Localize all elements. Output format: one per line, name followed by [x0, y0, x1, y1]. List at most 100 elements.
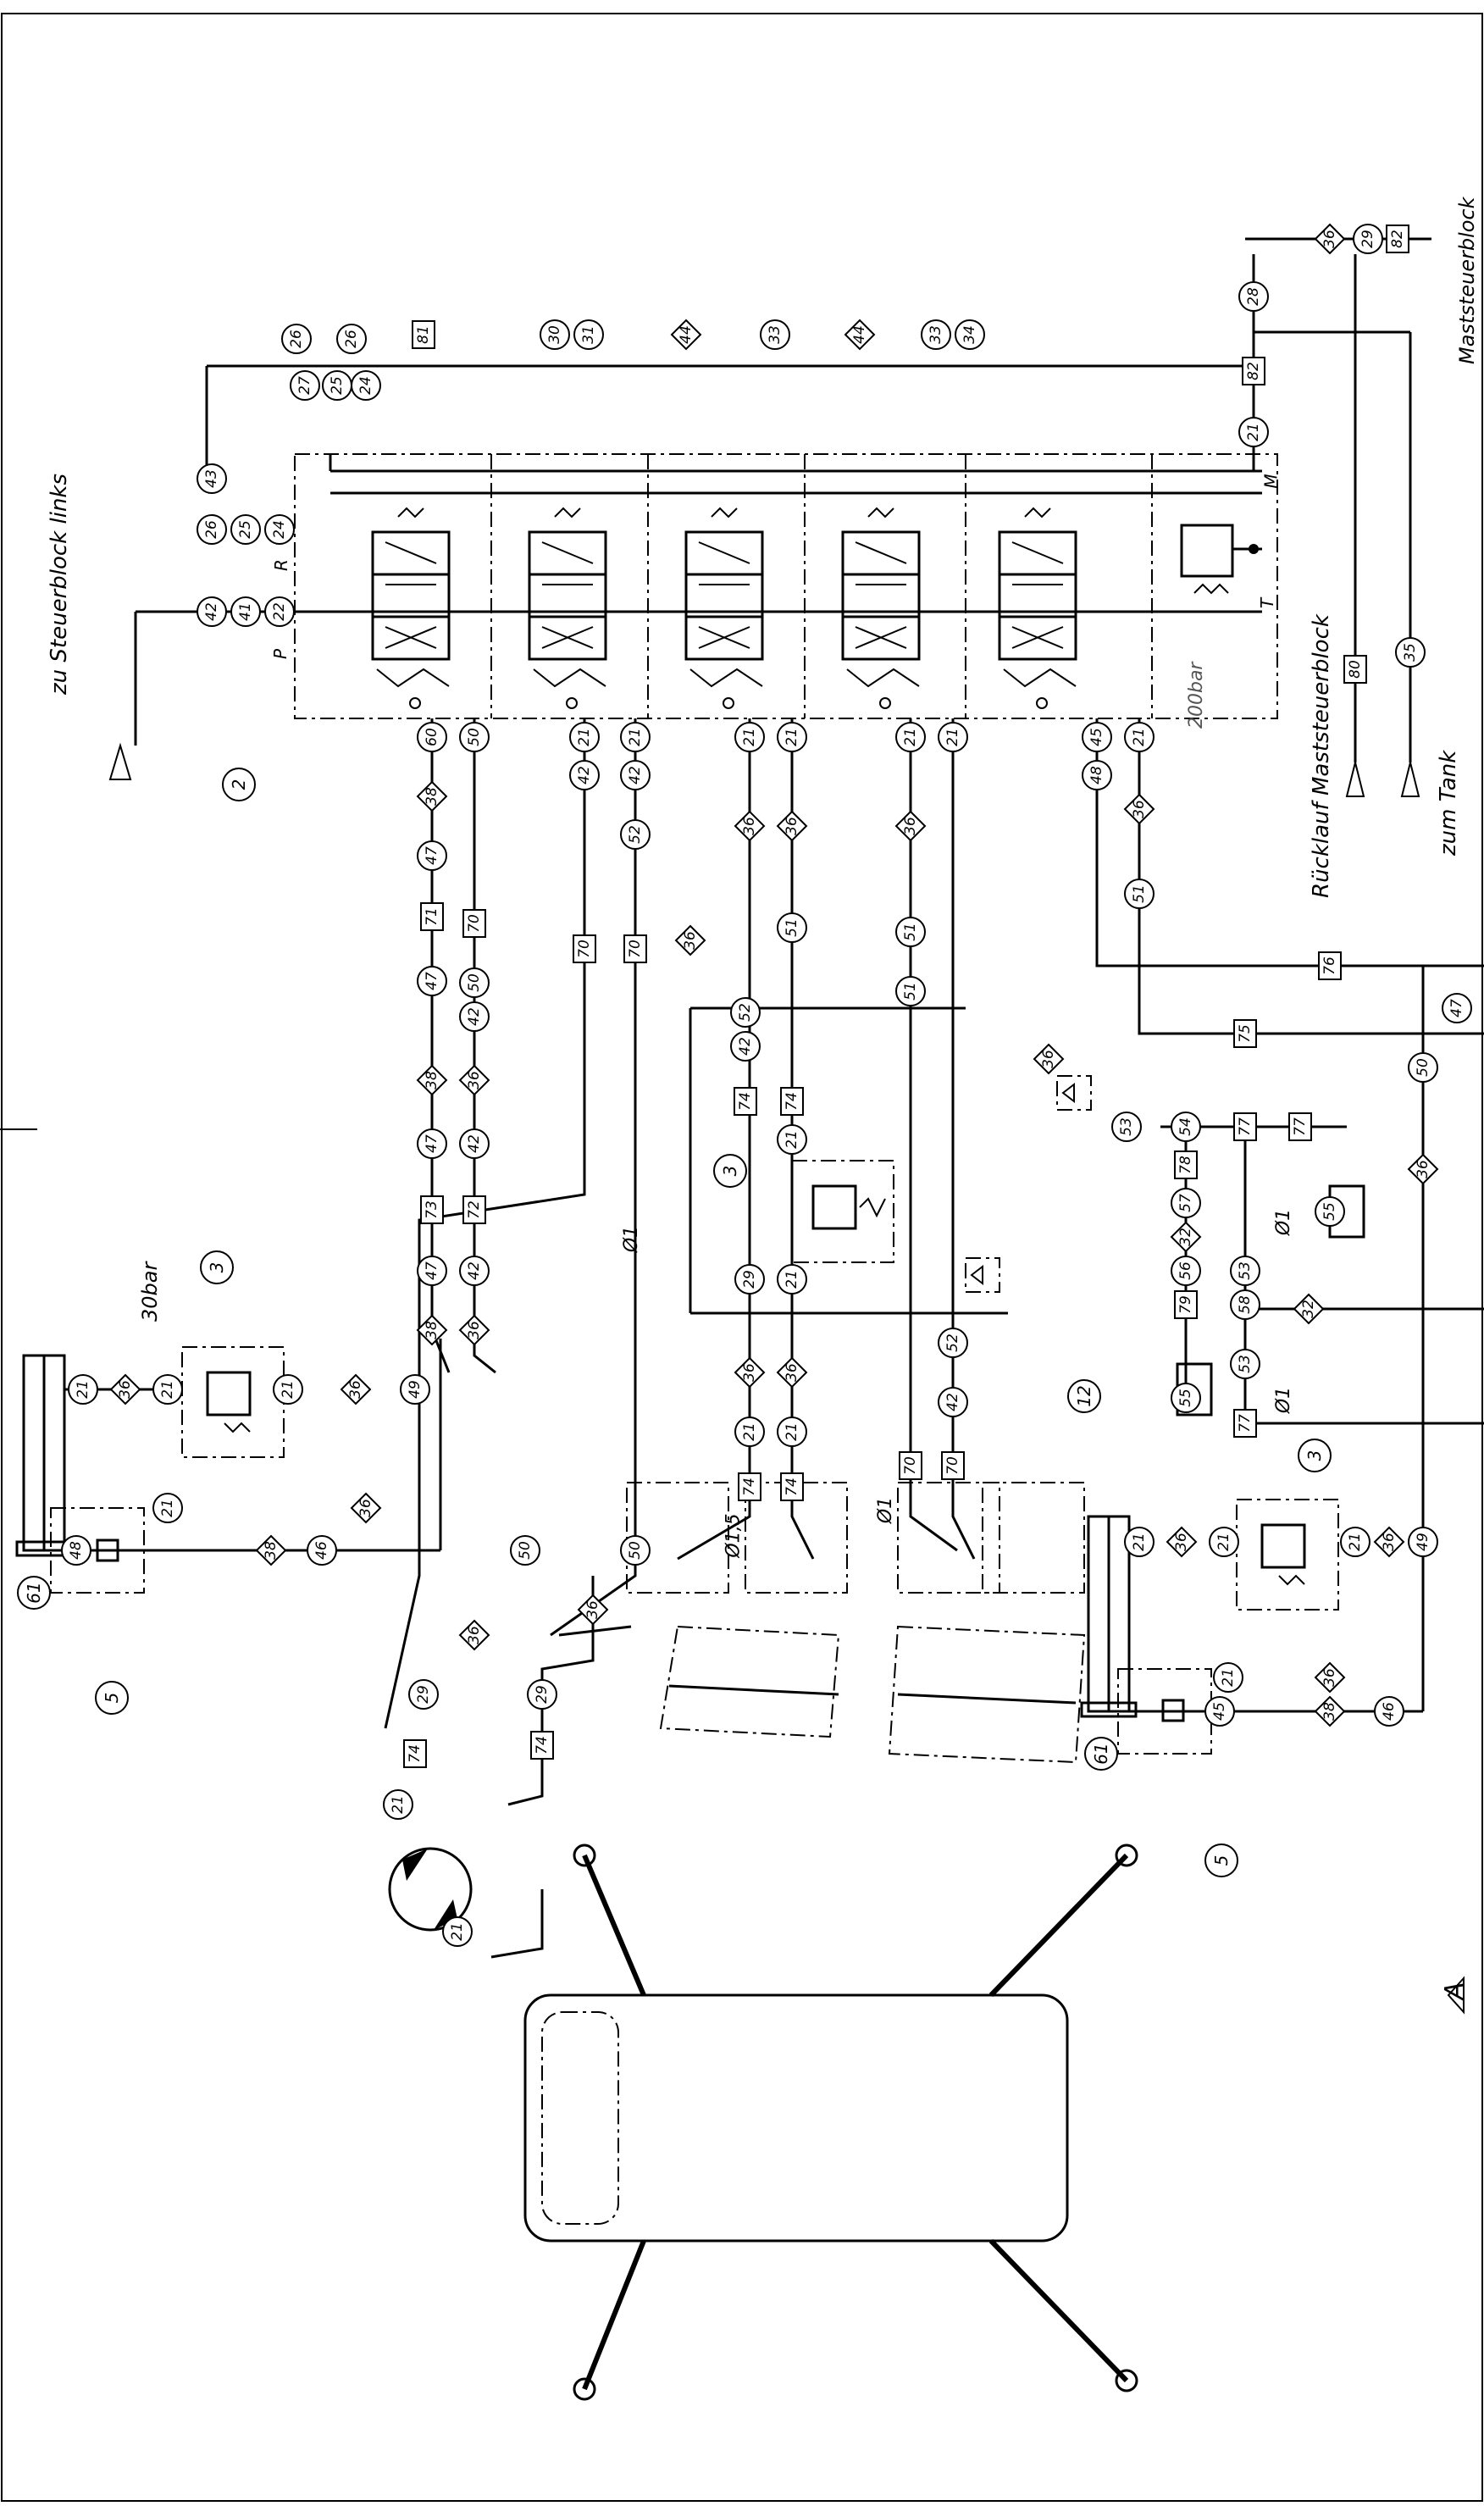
block-pressure-relief-valve	[1180, 524, 1262, 595]
item-number: 53	[1118, 1117, 1135, 1136]
item-bubble-bank_e-3: 36	[1123, 793, 1155, 825]
item-bubble-bank_d-5: 70	[899, 1451, 922, 1480]
item-number: 36	[741, 1363, 758, 1382]
item-number: 57	[1177, 1194, 1194, 1212]
item-bubble-top_row-5: 81	[412, 320, 435, 349]
callout-check-left: 5	[95, 1681, 129, 1715]
item-bubble-motor-9: 74	[530, 1731, 554, 1760]
item-number: 32	[1177, 1228, 1194, 1246]
item-number: 29	[1359, 230, 1376, 248]
item-number: 75	[1237, 1024, 1254, 1043]
item-number: 48	[1088, 766, 1105, 785]
item-bubble-pilot-14: 53	[1230, 1349, 1260, 1379]
item-bubble-left_cyl-2: 21	[152, 1374, 183, 1405]
shuttle-valve-lower	[965, 1257, 1000, 1293]
item-number: 50	[466, 973, 483, 992]
item-bubble-top_row-15: 29	[1353, 224, 1383, 254]
item-bubble-bank_a-11: 70	[462, 909, 486, 938]
item-bubble-bank_c-6: 74	[734, 1087, 757, 1116]
item-number: 81	[415, 325, 432, 344]
label-to-left-block: zu Steuerblock links	[47, 473, 72, 695]
item-number: 21	[280, 1380, 296, 1399]
item-number: 56	[1177, 1261, 1194, 1280]
item-number: 21	[1347, 1533, 1364, 1551]
item-bubble-motor-5: 21	[442, 1916, 473, 1947]
item-bubble-pilot-11: 55	[1315, 1196, 1345, 1227]
item-bubble-bank_d-0: 21	[895, 722, 926, 752]
item-number: 21	[627, 728, 644, 746]
item-bubble-bank_d-2: 36	[894, 810, 927, 842]
item-bubble-bank_c-15: 21	[777, 1417, 807, 1447]
callout-cyl-left: 61	[17, 1576, 51, 1610]
item-bubble-right_cyl-1: 36	[1166, 1526, 1198, 1558]
item-bubble-bank_d-7: 52	[938, 1328, 968, 1358]
item-bubble-pilot-9: 77	[1233, 1112, 1257, 1141]
item-number: 21	[1220, 1668, 1237, 1687]
port-label-p: P	[270, 648, 291, 660]
item-number: 21	[741, 1422, 758, 1441]
item-bubble-bank_e-0: 48	[1082, 760, 1112, 790]
item-number: 36	[902, 817, 919, 835]
orifice-label-5: Ø1	[1273, 1386, 1295, 1414]
item-bubble-left_cyl-4: 36	[350, 1492, 382, 1524]
item-bubble-top_row-16: 82	[1386, 225, 1409, 253]
item-bubble-bank_c-8: 74	[780, 1087, 804, 1116]
item-number: 34	[961, 325, 978, 344]
callout-relief-center: 3	[713, 1154, 747, 1188]
item-bubble-top_row-3: 25	[322, 370, 352, 401]
callout-check-right: 5	[1204, 1843, 1238, 1877]
item-number: 21	[159, 1499, 176, 1517]
item-number: 24	[357, 376, 374, 395]
item-bubble-right_cyl-3: 21	[1213, 1662, 1243, 1693]
port-label-t: T	[1257, 597, 1278, 609]
orifice-label-4: Ø1	[1273, 1208, 1295, 1236]
item-number: 46	[313, 1541, 330, 1560]
item-number: 45	[1088, 728, 1105, 746]
item-number: 21	[449, 1922, 466, 1941]
item-number: 42	[203, 602, 220, 621]
item-number: 74	[784, 1092, 800, 1111]
item-number: 80	[1347, 660, 1364, 679]
item-number: 70	[576, 940, 593, 958]
item-number: 38	[424, 787, 440, 806]
item-bubble-left_cyl-5: 49	[400, 1374, 430, 1405]
item-bubble-top_row-6: 30	[540, 319, 570, 350]
item-bubble-pilot-15: 32	[1293, 1293, 1325, 1325]
item-bubble-bank_b-4: 52	[620, 819, 651, 850]
item-bubble-right_cyl-8: 45	[1204, 1696, 1235, 1727]
item-bubble-left_cyl-9: 38	[255, 1534, 287, 1566]
item-bubble-bank_a-3: 47	[417, 840, 447, 871]
item-number: 41	[237, 602, 254, 621]
item-number: 21	[1245, 423, 1262, 441]
orifice-label-1: Ø1	[621, 1225, 643, 1253]
item-number: 50	[1415, 1058, 1431, 1077]
item-number: 47	[1448, 999, 1465, 1017]
item-number: 36	[784, 817, 800, 835]
item-bubble-bank_e-1: 45	[1082, 722, 1112, 752]
item-bubble-bank_b-7: 36	[674, 924, 706, 956]
label-view-a: A	[1440, 1982, 1470, 1999]
item-number: 36	[1415, 1160, 1431, 1178]
item-bubble-bank_a-12: 50	[459, 967, 490, 998]
item-bubble-pilot-3: 78	[1174, 1150, 1198, 1179]
item-number: 43	[203, 469, 220, 488]
item-bubble-right_cyl-2: 21	[1209, 1527, 1239, 1557]
item-number: 70	[944, 1456, 961, 1475]
hydraulic-motor	[388, 1576, 632, 1959]
item-bubble-return_column-0: 43	[197, 463, 227, 494]
item-bubble-left_cyl-0: 21	[68, 1374, 98, 1405]
item-number: 31	[580, 325, 597, 344]
item-number: 29	[534, 1685, 551, 1704]
item-bubble-bank_c-13: 36	[776, 1356, 808, 1389]
item-number: 42	[737, 1037, 754, 1056]
item-number: 49	[407, 1380, 424, 1399]
item-number: 35	[1402, 643, 1419, 662]
item-bubble-bank_e-7: 47	[1442, 993, 1472, 1023]
item-number: 47	[424, 972, 440, 990]
item-number: 21	[784, 1270, 800, 1289]
item-bubble-pilot-1: 53	[1111, 1112, 1142, 1142]
item-bubble-top_row-7: 31	[573, 319, 604, 350]
item-bubble-bank_a-13: 42	[459, 1001, 490, 1032]
item-bubble-bank_c-0: 21	[734, 722, 765, 752]
